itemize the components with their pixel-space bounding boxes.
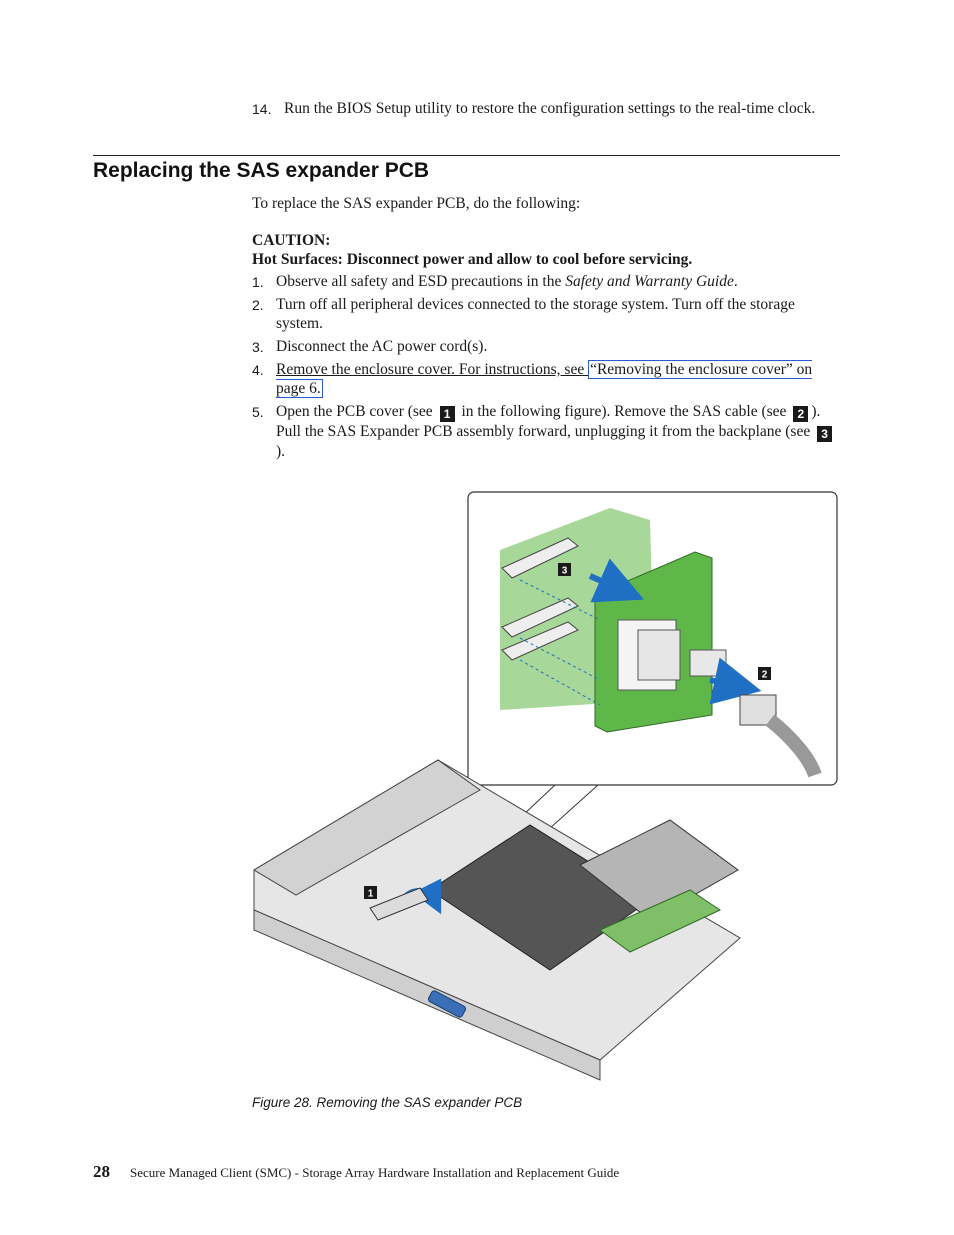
step-1: 1. Observe all safety and ESD precaution… — [252, 273, 738, 290]
removing-enclosure-cover-link[interactable]: “Removing the enclosure cover” on page 6… — [276, 360, 813, 398]
footer-text: Secure Managed Client (SMC) - Storage Ar… — [130, 1165, 620, 1180]
step-number: 4. — [252, 362, 264, 378]
figure-sas-expander-removal: 3 2 1 — [250, 490, 840, 1085]
cable-remove-arrow — [709, 657, 762, 705]
pull-arrow — [588, 558, 644, 603]
alignment-lines — [519, 579, 601, 706]
detail-callout-3: 3 — [558, 563, 571, 577]
chassis-callout-1: 1 — [364, 886, 377, 900]
step-number: 1. — [252, 274, 264, 290]
step-number: 2. — [252, 297, 264, 313]
guide-title: Safety and Warranty Guide — [565, 273, 734, 290]
sas-connector — [689, 649, 727, 677]
step-3: 3. Disconnect the AC power cord(s). — [252, 337, 842, 356]
pcb-cover — [369, 887, 429, 921]
procedure-steps: 1. Observe all safety and ESD precaution… — [252, 272, 842, 465]
step-4: 4. Remove the enclosure cover. For instr… — [252, 360, 842, 398]
figure-caption: Figure 28. Removing the SAS expander PCB — [252, 1095, 523, 1110]
step-text: Run the BIOS Setup utility to restore th… — [284, 100, 816, 117]
chassis: 1 — [253, 759, 741, 1081]
step-text: Observe all safety and ESD precautions i… — [276, 273, 566, 290]
step-14: 14. Run the BIOS Setup utility to restor… — [252, 99, 842, 118]
step-text: Disconnect the AC power cord(s). — [276, 338, 488, 355]
step-2: 2. Turn off all peripheral devices conne… — [252, 295, 842, 333]
sas-cable — [765, 714, 822, 778]
step-text: Turn off all peripheral devices connecte… — [276, 296, 795, 332]
detail-callout-2: 2 — [758, 667, 771, 681]
callout-2: 2 — [793, 406, 809, 422]
step-number: 14. — [252, 101, 272, 117]
detail-box: 3 2 — [467, 491, 838, 786]
svg-text:1: 1 — [368, 889, 374, 900]
intro-text: To replace the SAS expander PCB, do the … — [252, 195, 581, 212]
step-number: 3. — [252, 339, 264, 355]
chassis-front — [253, 909, 601, 1081]
caution-text: Hot Surfaces: Disconnect power and allow… — [252, 251, 693, 268]
section-divider — [93, 155, 840, 156]
section-title: Replacing the SAS expander PCB — [93, 159, 430, 182]
chassis-board — [599, 889, 722, 953]
callout-3: 3 — [817, 426, 833, 442]
step-5: 5. Open the PCB cover (see 1 in the foll… — [252, 402, 842, 461]
chassis-top-cover — [253, 759, 481, 896]
step-number: 5. — [252, 404, 264, 420]
callout-1: 1 — [439, 406, 455, 422]
svg-text:3: 3 — [562, 566, 568, 577]
page-number: 28 — [93, 1162, 110, 1181]
backplane-connectors — [501, 537, 579, 661]
svg-text:2: 2 — [762, 670, 768, 681]
chassis-drive-bay — [579, 819, 739, 921]
step-text: Remove the enclosure cover. For instruct… — [276, 361, 589, 378]
caution-title: CAUTION: — [252, 232, 331, 249]
chassis-label — [427, 990, 467, 1018]
illustration: 3 2 1 — [253, 491, 838, 1081]
